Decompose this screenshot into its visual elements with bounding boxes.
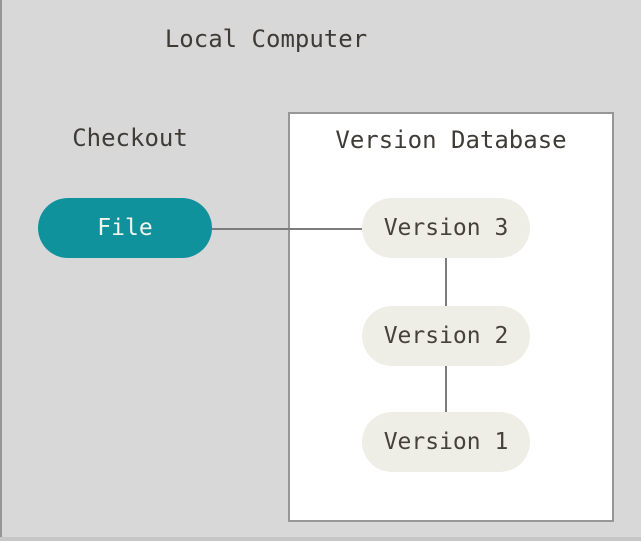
version1-node: Version 1 — [362, 412, 530, 472]
connector-version2-to-version1 — [445, 366, 447, 412]
file-node: File — [38, 198, 212, 258]
left-border-line — [0, 0, 2, 541]
connector-file-to-version3 — [212, 228, 362, 230]
connector-version3-to-version2 — [445, 258, 447, 306]
version2-node: Version 2 — [362, 306, 530, 366]
version3-node: Version 3 — [362, 198, 530, 258]
diagram-title: Local Computer — [164, 25, 368, 53]
checkout-label: Checkout — [72, 124, 188, 152]
version-database-title: Version Database — [335, 126, 567, 154]
bottom-edge-strip — [0, 537, 641, 541]
